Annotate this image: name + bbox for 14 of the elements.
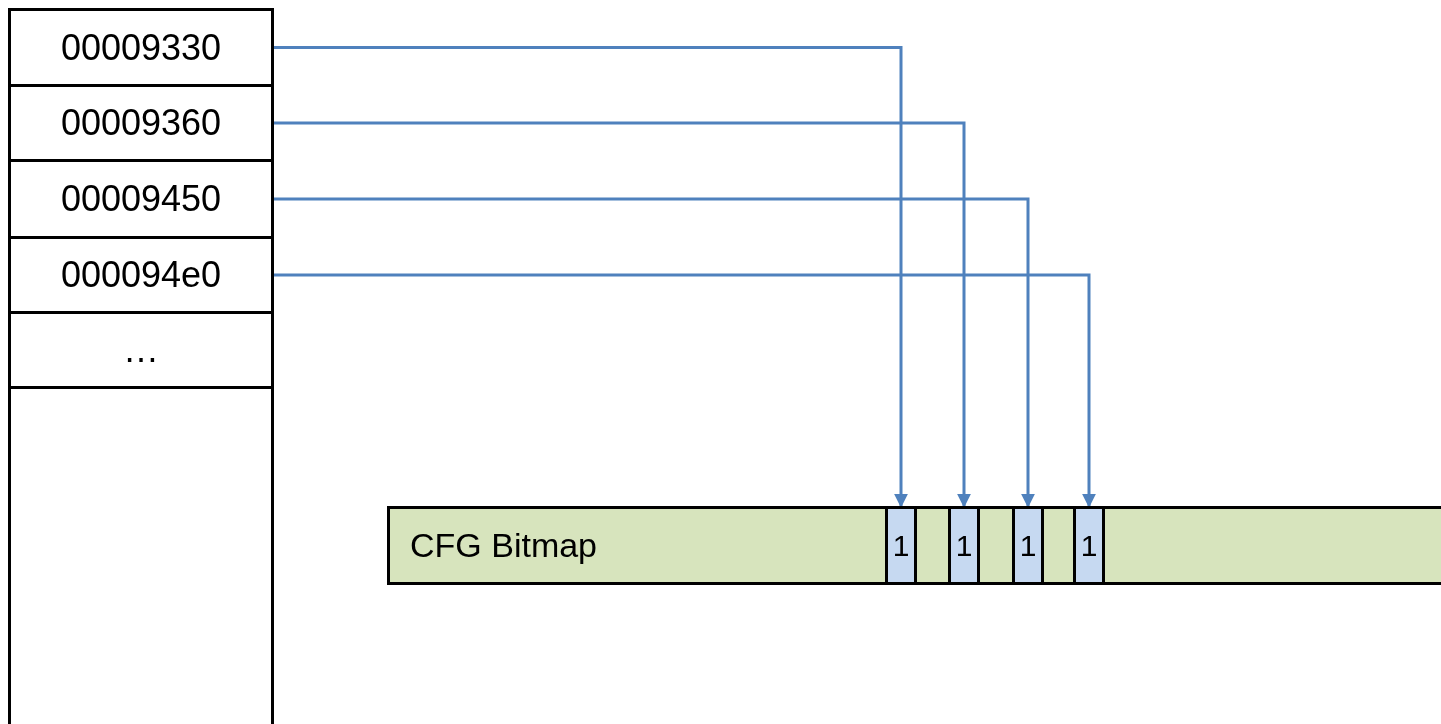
table-row: 00009330	[8, 8, 274, 87]
table-row: 000094e0	[8, 236, 274, 314]
arrow	[274, 121, 971, 508]
bitmap-bit: 1	[885, 506, 917, 585]
arrow	[274, 46, 908, 508]
bitmap-bit: 1	[1012, 506, 1044, 585]
bitmap-bit: 1	[1073, 506, 1105, 585]
bitmap-bar: CFG Bitmap 1 1 1 1	[387, 506, 1441, 585]
table-row: 00009450	[8, 159, 274, 239]
arrow	[274, 197, 1035, 508]
table-row: …	[8, 311, 274, 389]
arrow	[274, 273, 1096, 508]
table-row: 00009360	[8, 84, 274, 162]
bitmap-bit: 1	[948, 506, 980, 585]
